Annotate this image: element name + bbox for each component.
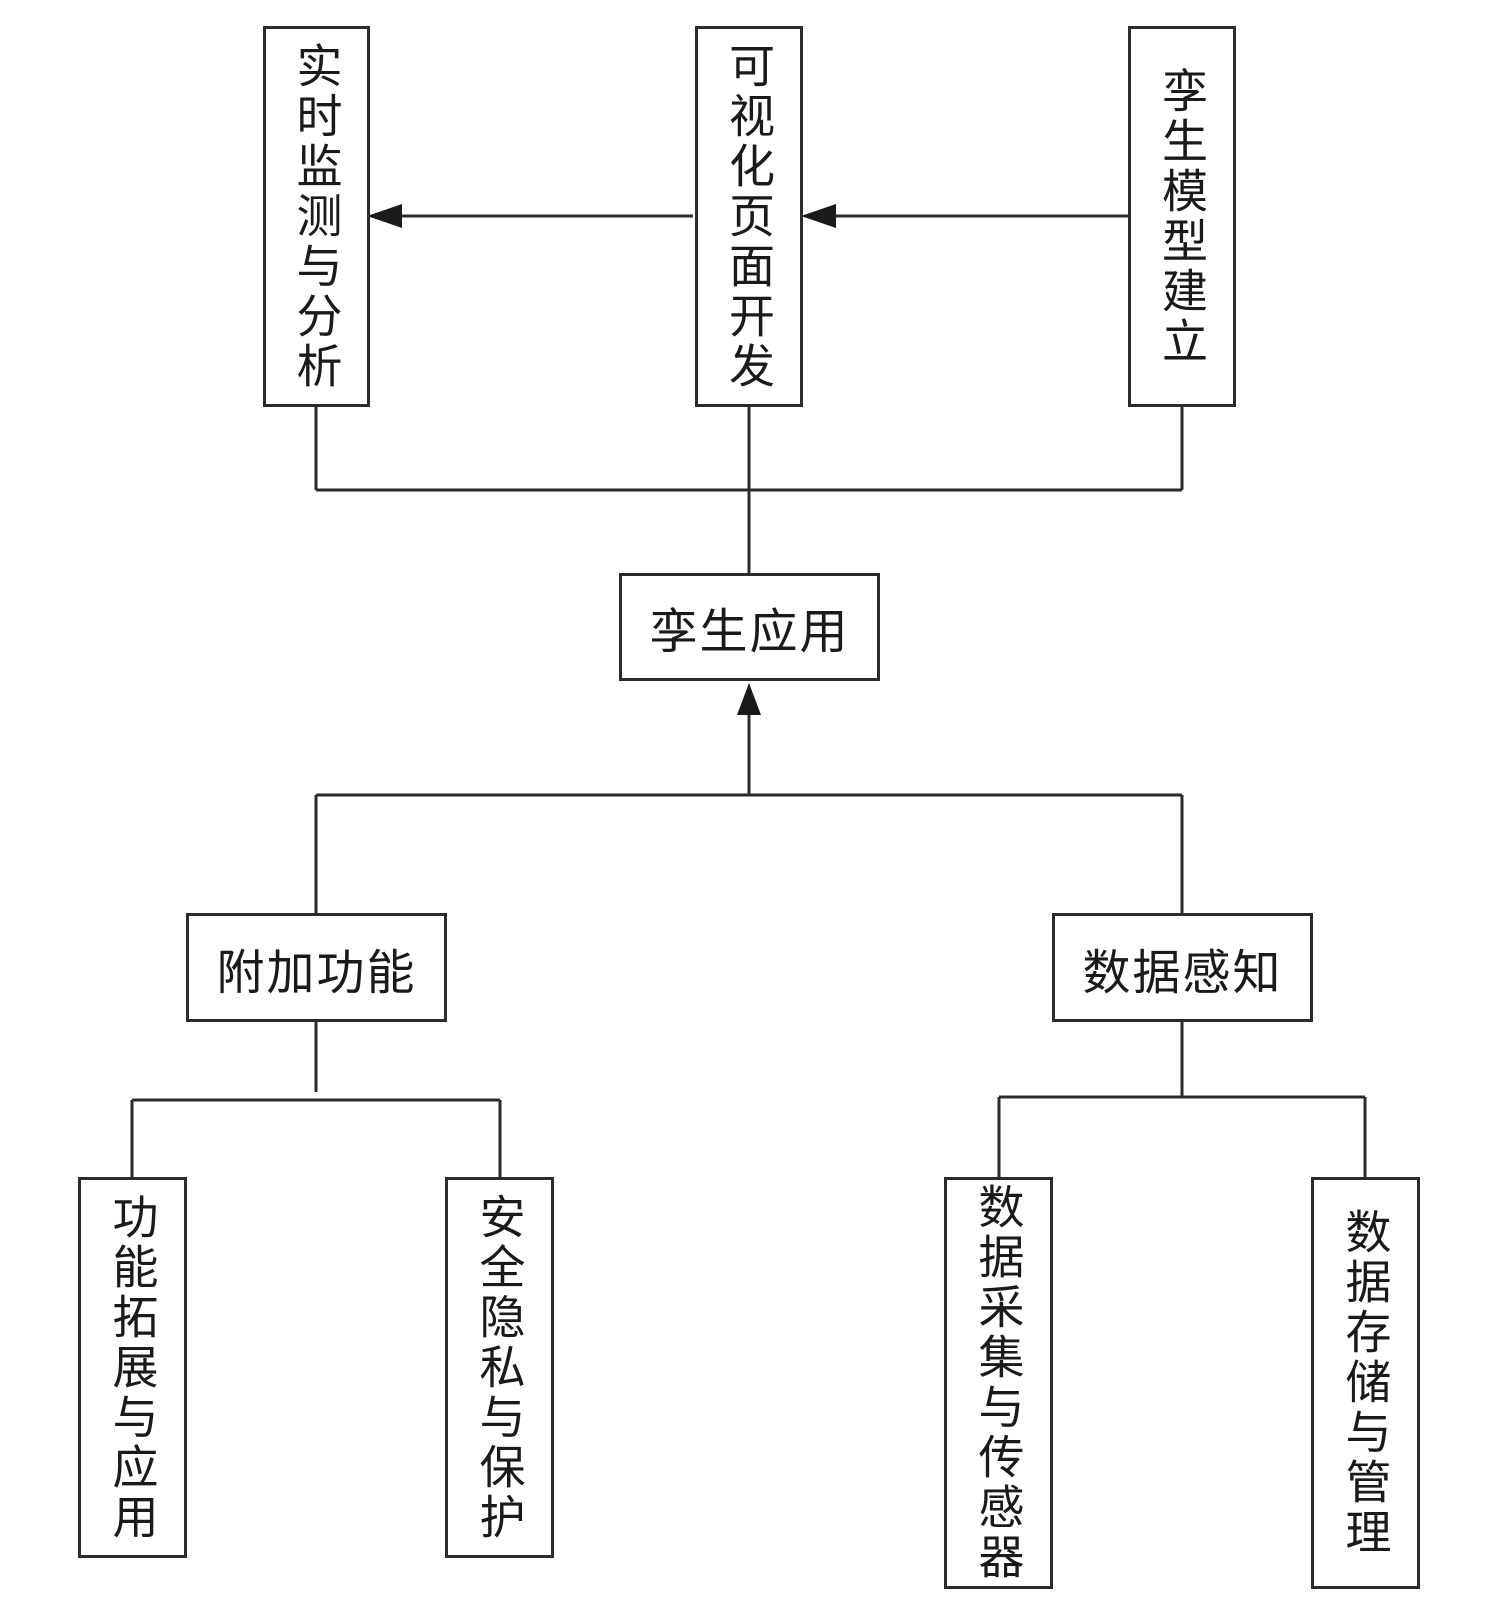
- box-label: 功能拓展与应用: [105, 1192, 160, 1543]
- arrowhead-into-visualization: [801, 204, 836, 228]
- box-data-collection: 数据采集与传感器: [944, 1177, 1053, 1589]
- box-label: 安全隐私与保护: [472, 1192, 527, 1543]
- box-data-storage: 数据存储与管理: [1311, 1177, 1420, 1589]
- arrowhead-into-monitoring: [367, 204, 402, 228]
- box-label: 孪生应用: [649, 604, 850, 660]
- box-label: 数据感知: [1082, 944, 1283, 1001]
- box-additional-functions: 附加功能: [186, 913, 447, 1022]
- box-label: 可视化页面开发: [722, 41, 776, 392]
- box-label: 数据存储与管理: [1338, 1208, 1393, 1558]
- box-function-extension: 功能拓展与应用: [78, 1177, 187, 1558]
- box-visualization-dev: 可视化页面开发: [695, 26, 803, 407]
- box-label: 孪生模型建立: [1155, 66, 1209, 367]
- box-label: 附加功能: [216, 944, 417, 1001]
- box-label: 数据采集与传感器: [971, 1183, 1026, 1583]
- box-twin-application: 孪生应用: [619, 573, 880, 681]
- box-realtime-monitoring: 实时监测与分析: [263, 26, 370, 407]
- box-data-perception: 数据感知: [1052, 913, 1313, 1022]
- box-label: 实时监测与分析: [289, 41, 344, 392]
- box-security-privacy: 安全隐私与保护: [445, 1177, 554, 1558]
- arrowhead-into-application: [737, 683, 761, 715]
- box-twin-model: 孪生模型建立: [1128, 26, 1236, 407]
